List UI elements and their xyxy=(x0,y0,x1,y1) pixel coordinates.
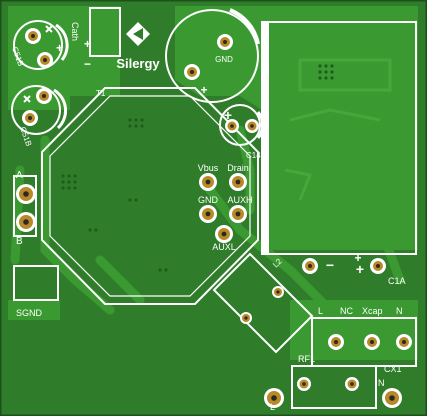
pad-c51c-1 xyxy=(25,28,41,44)
label-auxh: AUXH xyxy=(227,195,252,205)
label-c14: C14 xyxy=(246,151,261,160)
polarity-crosses xyxy=(23,25,53,103)
fine-traces xyxy=(284,58,392,201)
label-cx1-l: L xyxy=(270,402,275,412)
silergy-logo xyxy=(126,22,150,46)
label-input-n: N xyxy=(396,306,403,316)
cath-outline xyxy=(89,7,121,57)
label-c1a: C1A xyxy=(388,276,406,286)
pad-l2-2 xyxy=(240,312,252,324)
pad-c51b-1 xyxy=(22,110,38,126)
c18-stripe xyxy=(229,8,260,45)
c51b-stripe xyxy=(53,88,68,130)
label-c18-gnd: GND xyxy=(215,55,233,64)
label-t1: T1 xyxy=(96,89,106,98)
copper-traces xyxy=(10,35,405,315)
label-auxl: AUXL xyxy=(212,242,236,252)
pad-drain xyxy=(229,173,247,191)
minus-cath: − xyxy=(84,57,91,71)
pad-rf1-2 xyxy=(345,377,359,391)
header-ab-outline xyxy=(13,175,37,237)
sgnd-outline xyxy=(13,265,59,301)
pad-auxl xyxy=(215,225,233,243)
l2-outline xyxy=(212,252,314,354)
silkscreen-outlines xyxy=(11,7,417,409)
pad-input-xcap xyxy=(364,334,380,350)
pad-c51b-2 xyxy=(36,88,52,104)
rf1-outline xyxy=(291,365,377,409)
pad-l2-1 xyxy=(272,286,284,298)
pad-input-l xyxy=(328,334,344,350)
pad-c18-2 xyxy=(184,64,200,80)
pad-c14-2 xyxy=(245,119,259,133)
copper-pour-sgnd xyxy=(8,300,60,320)
t1-outline xyxy=(41,87,259,305)
silergy-logo-text: Silergy xyxy=(116,56,160,71)
pad-b xyxy=(16,212,36,232)
pad-cx1-n xyxy=(382,388,402,408)
pad-rf1-1 xyxy=(297,377,311,391)
plus-c1a-top: + xyxy=(354,251,361,265)
pad-vbus xyxy=(199,173,217,191)
label-cath: Cath xyxy=(70,22,80,41)
pad-c1a-neg xyxy=(302,258,318,274)
label-input-xcap: Xcap xyxy=(362,306,383,316)
label-cx1-n: N xyxy=(378,378,385,388)
pad-auxh xyxy=(229,205,247,223)
pad-a xyxy=(16,184,36,204)
plus-cath: + xyxy=(84,37,91,51)
copper-pour-input xyxy=(290,300,418,360)
plus-c51c: + xyxy=(56,41,63,55)
via-grid xyxy=(61,64,334,272)
label-vbus: Vbus xyxy=(198,163,219,173)
pad-input-n xyxy=(396,334,412,350)
c14-outline xyxy=(219,104,261,146)
pad-c1a-pos xyxy=(370,258,386,274)
c51c-outline xyxy=(13,20,63,70)
label-rf1: RF1 xyxy=(298,354,315,364)
label-input-l: L xyxy=(318,306,323,316)
label-cx1: CX1 xyxy=(384,364,402,374)
c51c-stripe xyxy=(55,23,69,61)
pad-gnd xyxy=(199,205,217,223)
label-sgnd: SGND xyxy=(16,308,43,318)
label-a: A xyxy=(16,170,23,181)
minus-c1a: − xyxy=(326,257,334,273)
pad-c14-1 xyxy=(225,119,239,133)
c1a-polarity-bar xyxy=(261,21,269,255)
pads xyxy=(16,28,412,408)
pad-c18-1 xyxy=(217,34,233,50)
pad-cx1-l xyxy=(264,388,284,408)
c18-outline xyxy=(165,9,259,103)
plus-c18: + xyxy=(200,83,207,97)
plus-c14: + xyxy=(224,107,232,123)
t1-outline-inner xyxy=(49,95,251,297)
pad-c51c-2 xyxy=(37,52,53,68)
label-b: B xyxy=(16,236,23,247)
label-gnd: GND xyxy=(198,195,219,205)
silkscreen-text: Silergy Cath C51B C51B GND T1 C14 Vbus D… xyxy=(10,22,405,412)
label-drain: Drain xyxy=(227,163,249,173)
plus-c1a: + xyxy=(356,261,364,277)
label-input-nc: NC xyxy=(340,306,353,316)
c51b-outline xyxy=(11,85,61,135)
